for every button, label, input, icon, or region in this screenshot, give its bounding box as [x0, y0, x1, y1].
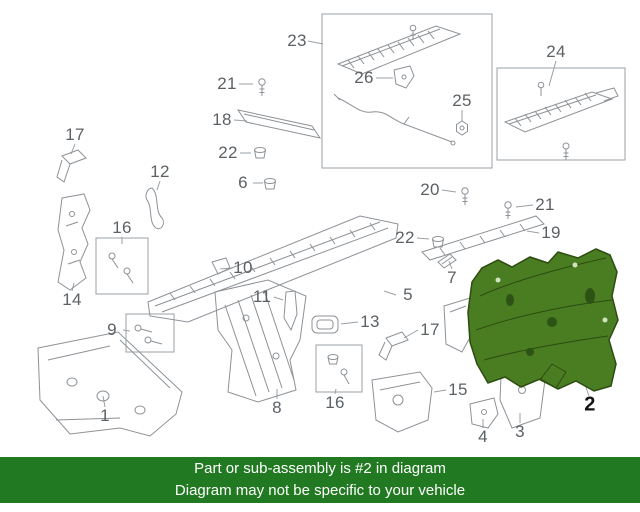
sketch-bracket-15 [371, 371, 433, 433]
part-label-13[interactable]: 13 [360, 312, 380, 331]
sketch-clip-17a [56, 149, 87, 183]
part-label-21-b[interactable]: 21 [535, 195, 555, 214]
part-label-22-a[interactable]: 22 [218, 143, 238, 162]
sketch-bolts-9 [134, 324, 163, 345]
sketch-washer-hose-26 [333, 93, 456, 146]
sketch-nut-25 [456, 120, 468, 136]
part-label-16-b[interactable]: 16 [325, 393, 345, 412]
sketch-panel-1 [37, 331, 183, 437]
part-label-4[interactable]: 4 [478, 427, 488, 446]
fastener-box-16a [95, 237, 149, 295]
part-label-25[interactable]: 25 [452, 91, 472, 110]
vehicle-note-banner: Part or sub-assembly is #2 in diagram Di… [0, 457, 640, 503]
sketch-clip-17b [378, 331, 409, 361]
part-label-9[interactable]: 9 [107, 320, 117, 339]
sketch-clip-on-grille [409, 24, 417, 40]
sketch-dash-panel-8 [214, 279, 307, 403]
sketch-cowl-top-panel-5 [147, 215, 399, 323]
part-label-12[interactable]: 12 [150, 162, 170, 181]
sketch-bracket-4 [469, 397, 499, 429]
part-label-21-a[interactable]: 21 [217, 74, 237, 93]
part-label-1[interactable]: 1 [100, 406, 110, 425]
sketch-screw-below-24 [562, 142, 570, 160]
sketch-panel-end [443, 297, 475, 353]
part-label-17-a[interactable]: 17 [65, 125, 85, 144]
inset-box-left [321, 13, 493, 169]
leader-lines [70, 40, 590, 428]
banner-line-1: Part or sub-assembly is #2 in diagram [194, 460, 446, 478]
sketch-screw-21b [504, 201, 512, 219]
part-label-5[interactable]: 5 [403, 285, 413, 304]
part-label-6[interactable]: 6 [238, 173, 248, 192]
part-label-23[interactable]: 23 [287, 31, 307, 50]
part-label-3[interactable]: 3 [515, 422, 525, 441]
part-label-22-b[interactable]: 22 [395, 228, 415, 247]
part-label-16-a[interactable]: 16 [112, 218, 132, 237]
sketch-strip-18 [236, 109, 322, 139]
sketch-clip-on-grille-24 [537, 81, 545, 96]
sketch-tube-7 [437, 253, 457, 269]
fastener-box-16b [315, 344, 363, 393]
part-label-20[interactable]: 20 [420, 180, 440, 199]
sketch-bracket-12 [145, 187, 164, 230]
highlighted-part-2[interactable] [467, 248, 619, 392]
part-label-24[interactable]: 24 [546, 42, 566, 61]
sketch-cowl-grille-panel-23 [336, 25, 462, 75]
part-label-7[interactable]: 7 [447, 268, 457, 287]
sketch-bracket-11 [283, 290, 298, 332]
part-label-17-b[interactable]: 17 [420, 320, 440, 339]
sketch-cowl-grille-panel-24 [503, 87, 619, 133]
part-label-19[interactable]: 19 [541, 223, 561, 242]
sketch-bolts-16a [108, 252, 134, 284]
sketch-clip-10 [211, 257, 231, 275]
sketch-grommet-22a [254, 147, 266, 159]
sketch-grommet-6 [264, 178, 276, 190]
sketch-bezel-13 [311, 315, 339, 334]
sketch-bracket-14 [57, 193, 91, 291]
part-label-10[interactable]: 10 [233, 258, 253, 277]
part-label-8[interactable]: 8 [272, 398, 282, 417]
part-label-11[interactable]: 11 [252, 287, 272, 306]
sketch-bracket-26 [393, 65, 415, 89]
part-label-26[interactable]: 26 [354, 68, 374, 87]
sketch-screw-21a [258, 78, 266, 96]
inset-box-right [496, 67, 626, 161]
part-label-15[interactable]: 15 [448, 380, 468, 399]
part-label-18[interactable]: 18 [212, 110, 232, 129]
sketch-fasteners-16b [327, 354, 350, 385]
part-label-2[interactable]: 2 [584, 393, 596, 416]
part-label-14[interactable]: 14 [62, 290, 82, 309]
sketch-screw-20 [461, 187, 469, 205]
sketch-rail-19 [421, 215, 545, 261]
banner-line-2: Diagram may not be specific to your vehi… [174, 482, 466, 499]
